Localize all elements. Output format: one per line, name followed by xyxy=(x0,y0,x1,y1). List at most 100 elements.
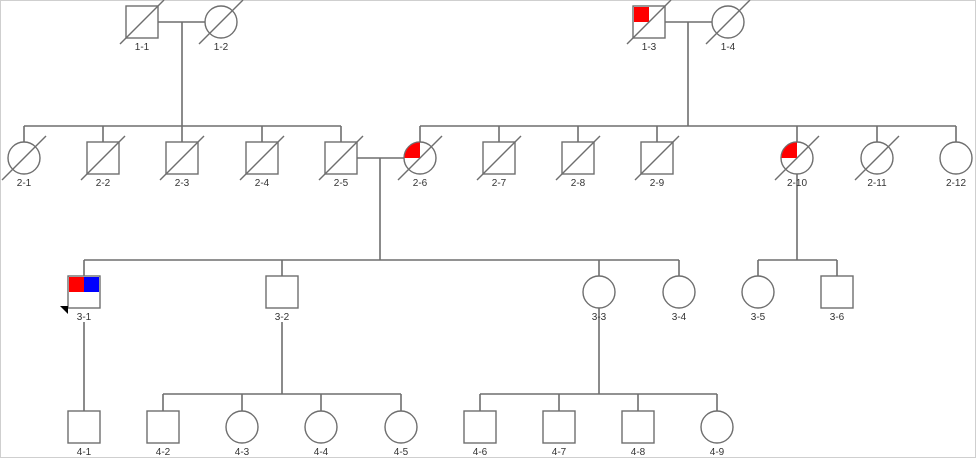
affected-quadrant-red xyxy=(404,142,420,158)
member-label: 3-2 xyxy=(275,312,290,323)
member-label: 2-3 xyxy=(175,178,190,189)
male-symbol-2-3[interactable]: 2-3 xyxy=(159,135,205,189)
member-label: 4-7 xyxy=(552,447,567,458)
male-symbol-1-1[interactable]: 1-1 xyxy=(119,0,165,53)
member-label: 4-9 xyxy=(710,447,725,458)
male-symbol-3-6[interactable]: 3-6 xyxy=(820,275,854,323)
female-symbol-4-9[interactable]: 4-9 xyxy=(700,410,734,458)
deceased-slash xyxy=(1,135,47,181)
square-shape xyxy=(265,275,299,309)
male-symbol-4-7[interactable]: 4-7 xyxy=(542,410,576,458)
female-symbol-4-4[interactable]: 4-4 xyxy=(304,410,338,458)
female-symbol-3-5[interactable]: 3-5 xyxy=(741,275,775,323)
member-label: 1-4 xyxy=(721,42,736,53)
square-shape xyxy=(67,410,101,444)
deceased-slash xyxy=(476,135,522,181)
circle-shape xyxy=(304,410,338,444)
member-label: 3-6 xyxy=(830,312,845,323)
member-label: 2-10 xyxy=(787,178,807,189)
member-label: 3-5 xyxy=(751,312,766,323)
male-symbol-4-6[interactable]: 4-6 xyxy=(463,410,497,458)
member-label: 3-1 xyxy=(77,312,92,323)
female-symbol-4-3[interactable]: 4-3 xyxy=(225,410,259,458)
female-symbol-2-12[interactable]: 2-12 xyxy=(939,141,973,189)
square-shape xyxy=(542,410,576,444)
male-symbol-2-9[interactable]: 2-9 xyxy=(634,135,680,189)
member-label: 2-1 xyxy=(17,178,32,189)
relationship-lines xyxy=(23,21,957,411)
female-symbol-3-4[interactable]: 3-4 xyxy=(662,275,696,323)
member-label: 2-5 xyxy=(334,178,349,189)
circle-shape xyxy=(662,275,696,309)
female-symbol-2-6[interactable]: 2-6 xyxy=(397,135,443,189)
circle-shape xyxy=(939,141,973,175)
deceased-slash xyxy=(774,135,820,181)
deceased-slash xyxy=(854,135,900,181)
affected-quadrant-red xyxy=(634,7,649,22)
circle-shape xyxy=(741,275,775,309)
male-symbol-3-2[interactable]: 3-2 xyxy=(265,275,299,323)
member-label: 2-12 xyxy=(946,178,966,189)
member-label: 2-8 xyxy=(571,178,586,189)
female-symbol-2-11[interactable]: 2-11 xyxy=(854,135,900,189)
member-label: 4-4 xyxy=(314,447,329,458)
male-symbol-3-1[interactable]: 3-1 xyxy=(60,275,101,323)
member-label: 2-4 xyxy=(255,178,270,189)
affected-quadrant-red xyxy=(69,277,84,292)
male-symbol-4-2[interactable]: 4-2 xyxy=(146,410,180,458)
member-label: 4-8 xyxy=(631,447,646,458)
circle-shape xyxy=(700,410,734,444)
deceased-slash xyxy=(80,135,126,181)
male-symbol-2-4[interactable]: 2-4 xyxy=(239,135,285,189)
member-label: 1-2 xyxy=(214,42,229,53)
female-symbol-2-1[interactable]: 2-1 xyxy=(1,135,47,189)
circle-shape xyxy=(225,410,259,444)
deceased-slash xyxy=(397,135,443,181)
deceased-slash xyxy=(705,0,751,45)
square-shape xyxy=(621,410,655,444)
male-symbol-2-8[interactable]: 2-8 xyxy=(555,135,601,189)
female-symbol-1-4[interactable]: 1-4 xyxy=(705,0,751,53)
member-label: 2-6 xyxy=(413,178,428,189)
member-label: 2-2 xyxy=(96,178,111,189)
deceased-slash xyxy=(119,0,165,45)
member-label: 3-3 xyxy=(592,312,607,323)
male-symbol-2-7[interactable]: 2-7 xyxy=(476,135,522,189)
member-label: 4-3 xyxy=(235,447,250,458)
male-symbol-1-3[interactable]: 1-3 xyxy=(626,0,672,53)
member-label: 4-6 xyxy=(473,447,488,458)
male-symbol-2-5[interactable]: 2-5 xyxy=(318,135,364,189)
deceased-slash xyxy=(239,135,285,181)
male-symbol-4-1[interactable]: 4-1 xyxy=(67,410,101,458)
circle-shape xyxy=(582,275,616,309)
female-symbol-1-2[interactable]: 1-2 xyxy=(198,0,244,53)
member-label: 1-3 xyxy=(642,42,657,53)
member-label: 4-1 xyxy=(77,447,92,458)
deceased-slash xyxy=(318,135,364,181)
affected-quadrant-blue xyxy=(84,277,99,292)
member-label: 2-11 xyxy=(867,178,887,189)
male-symbol-2-2[interactable]: 2-2 xyxy=(80,135,126,189)
member-label: 2-7 xyxy=(492,178,507,189)
affected-quadrant-red xyxy=(781,142,797,158)
square-shape xyxy=(463,410,497,444)
deceased-slash xyxy=(159,135,205,181)
member-label: 3-4 xyxy=(672,312,687,323)
member-label: 1-1 xyxy=(135,42,150,53)
circle-shape xyxy=(384,410,418,444)
member-label: 4-2 xyxy=(156,447,171,458)
member-label: 4-5 xyxy=(394,447,409,458)
deceased-slash xyxy=(626,0,672,45)
square-shape xyxy=(146,410,180,444)
male-symbol-4-8[interactable]: 4-8 xyxy=(621,410,655,458)
female-symbol-3-3[interactable]: 3-3 xyxy=(582,275,616,323)
member-label: 2-9 xyxy=(650,178,665,189)
female-symbol-2-10[interactable]: 2-10 xyxy=(774,135,820,189)
female-symbol-4-5[interactable]: 4-5 xyxy=(384,410,418,458)
square-shape xyxy=(820,275,854,309)
deceased-slash xyxy=(634,135,680,181)
deceased-slash xyxy=(198,0,244,45)
